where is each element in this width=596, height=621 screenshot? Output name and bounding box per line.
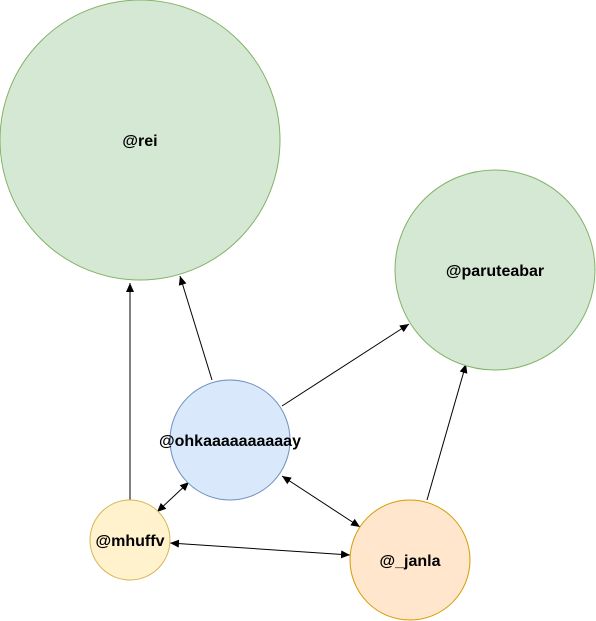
edge-mhuffv-janla <box>169 539 351 559</box>
node-rei[interactable]: @rei <box>0 0 281 281</box>
node-mhuffv[interactable]: @mhuffv <box>89 499 171 581</box>
node-paruteabar-circle <box>394 169 596 371</box>
edge-ohka-to-rei <box>178 275 213 381</box>
node-mhuffv-label: @mhuffv <box>96 533 165 550</box>
edge-ohka-janla <box>281 475 361 528</box>
node-paruteabar[interactable]: @paruteabar <box>394 169 596 371</box>
node-mhuffv-circle <box>89 499 171 581</box>
edge-ohka-to-paruteabar <box>281 323 410 407</box>
edge-mhuffv-ohka <box>156 481 190 513</box>
node-ohkaaaaaaaaaay-label: @ohkaaaaaaaaaay <box>159 433 301 450</box>
node-janla-label: @_janla <box>380 553 441 570</box>
node-ohkaaaaaaaaaay[interactable]: @ohkaaaaaaaaaay <box>159 379 301 501</box>
node-ohkaaaaaaaaaay-circle <box>169 379 291 501</box>
edge-janla-to-paruteabar <box>426 363 468 501</box>
node-janla-circle <box>349 499 471 621</box>
node-paruteabar-label: @paruteabar <box>446 263 544 280</box>
node-rei-label: @rei <box>122 133 157 150</box>
node-rei-circle <box>0 0 281 281</box>
node-janla[interactable]: @_janla <box>349 499 471 621</box>
edges <box>126 275 468 559</box>
